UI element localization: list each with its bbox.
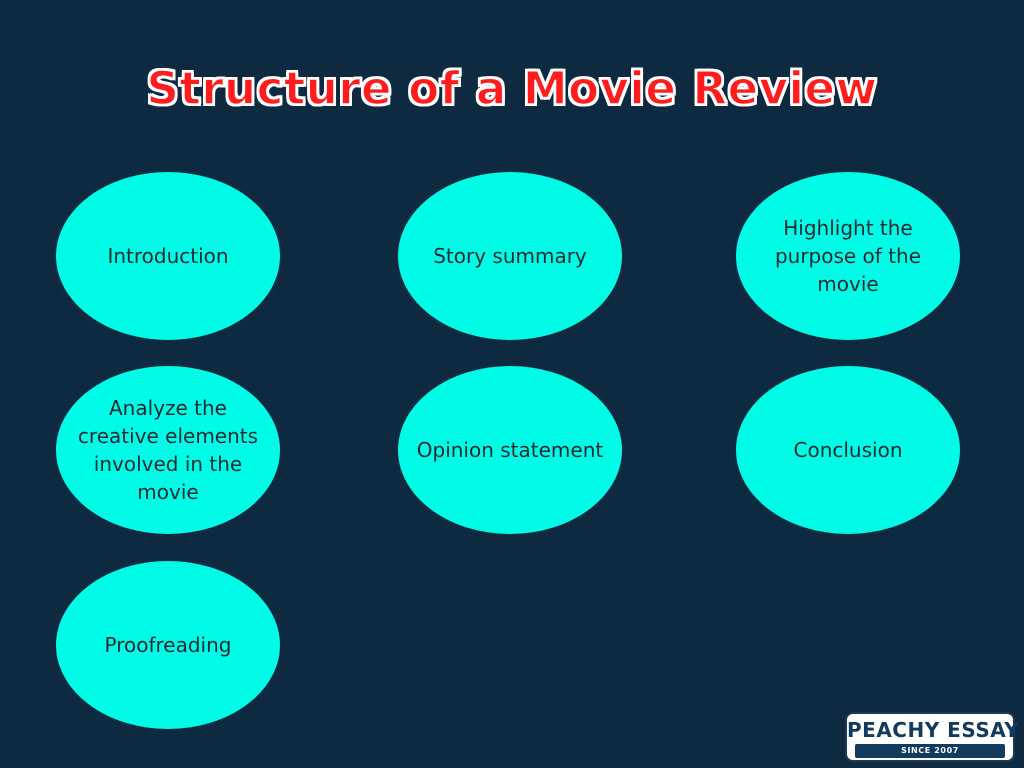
node-opinion-statement: Opinion statement [398, 366, 622, 534]
node-highlight-purpose: Highlight the purpose of the movie [736, 172, 960, 340]
node-story-summary: Story summary [398, 172, 622, 340]
node-proofreading: Proofreading [56, 561, 280, 729]
node-introduction: Introduction [56, 172, 280, 340]
node-label: Introduction [107, 244, 229, 268]
logo-name: PEACHY ESSAY [847, 718, 1020, 742]
logo-tagline: SINCE 2007 [901, 746, 959, 755]
node-label: Highlight the purpose of the movie [774, 216, 922, 296]
node-label: Opinion statement [416, 438, 604, 462]
node-label: Proofreading [104, 633, 232, 657]
node-label: Conclusion [793, 438, 903, 462]
diagram-title: Structure of a Movie Review [146, 61, 878, 116]
logo-tagline-bar: SINCE 2007 [855, 744, 1005, 758]
node-conclusion: Conclusion [736, 366, 960, 534]
brand-logo: PEACHY ESSAY SINCE 2007 [845, 712, 1020, 762]
node-label: Story summary [433, 244, 587, 268]
node-analyze-creative-elements: Analyze the creative elements involved i… [56, 366, 280, 534]
node-label: Analyze the creative elements involved i… [77, 396, 259, 504]
